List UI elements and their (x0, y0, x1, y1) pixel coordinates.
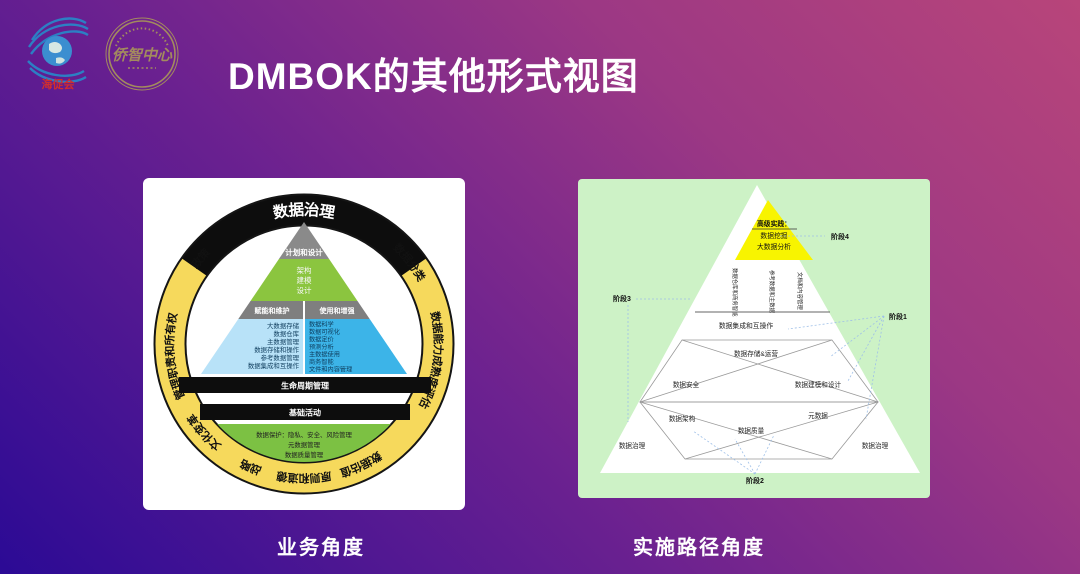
arch-line: 设计 (297, 285, 312, 295)
enable-item: 大数据存储 (267, 321, 300, 330)
phase-pointer-lines (627, 235, 885, 475)
vertical-label-refmaster: 参考数据和主数据 (768, 270, 776, 314)
cell-security: 数据安全 (673, 380, 700, 389)
cell-architecture: 数据架构 (669, 414, 696, 423)
cell-governance-left: 数据治理 (619, 441, 646, 450)
use-item: 数据可视化 (309, 328, 340, 336)
globe-swirl-icon (27, 17, 89, 83)
use-item: 商务智能 (309, 358, 334, 366)
seal-arc-text-decor (115, 27, 169, 47)
page-title: DMBOK的其他形式视图 (228, 56, 639, 97)
globe-logo-text: 海促会 (42, 77, 76, 91)
implementation-path-caption: 实施路径角度 (633, 537, 765, 559)
use-item: 主数据使用 (309, 351, 340, 359)
apex-title: 高级实践： (757, 219, 791, 228)
cell-labels: 数据存储&运营 数据安全 数据建模和设计 数据架构 元数据 数据质量 数据治理 … (619, 349, 889, 450)
phase-labels: 阶段4 阶段3 阶段1 阶段2 (613, 232, 907, 485)
ring-label-principles: 原则和道德 (275, 469, 332, 486)
vertical-label-doccontent: 文档和内容管理 (796, 272, 804, 310)
seal-outer-ring (105, 17, 179, 91)
lifecycle-bar-label: 生命周期管理 (281, 381, 329, 391)
use-item: 文件和内容管理 (309, 366, 352, 374)
ring-outer-border (153, 193, 455, 495)
lifecycle-bar (179, 377, 431, 393)
foundation-bar-label: 基础活动 (288, 408, 321, 418)
foundation-bar (200, 404, 410, 420)
dmbok-wheel-diagram: 数据治理 政策 数据分类 管理职责和所有权 数据能力成熟度评估 数据估值 原则和… (153, 193, 455, 495)
business-view-caption: 业务角度 (277, 537, 365, 559)
globe-logo: 海促会 (26, 14, 90, 92)
enable-item: 参考数据管理 (261, 353, 300, 362)
pyramid-enable-cell (201, 319, 303, 374)
pyramid-enable-header (238, 301, 303, 319)
business-view-panel: 数据治理 政策 数据分类 管理职责和所有权 数据能力成熟度评估 数据估值 原则和… (143, 178, 465, 510)
arch-line: 建模 (297, 275, 312, 285)
white-triangle (600, 185, 920, 473)
wheel-inner-area (187, 227, 421, 461)
cell-quality: 数据质量 (738, 426, 765, 435)
apex-line: 数据挖掘 (760, 231, 787, 240)
seal-logo: 侨智中心 (98, 12, 186, 100)
apex-line: 大数据分析 (757, 242, 791, 251)
enable-item: 数据仓库 (273, 329, 299, 338)
enable-header-label: 赋能和维护 (255, 306, 290, 315)
cell-governance-right: 数据治理 (862, 441, 889, 450)
svg-text:原则和道德: 原则和道德 (275, 469, 332, 486)
enable-items: 大数据存储 数据仓库 主数据管理 数据存储和操作 参考数据管理 数据集成和互操作 (248, 321, 300, 370)
cell-storage: 数据存储&运营 (734, 349, 778, 358)
vertical-label-dwbi: 数据仓库和商务智能 (731, 268, 739, 317)
apex-yellow-triangle (735, 200, 813, 260)
foundation-item: 数据保护：隐私、安全、风险管理 (256, 430, 352, 439)
enable-item: 数据集成和互操作 (248, 361, 300, 370)
implementation-pyramid-diagram: 高级实践： 数据挖掘 大数据分析 数据仓库和商务智能 参考数据和主数据 文档和内… (600, 185, 920, 485)
cell-grid-lines (639, 339, 879, 460)
use-items: 数据科学 数据可视化 数据定价 预测分析 主数据使用 商务智能 文件和内容管理 (309, 321, 352, 374)
foundation-item: 数据质量管理 (285, 450, 324, 459)
enable-item: 主数据管理 (267, 337, 300, 346)
cell-metadata: 元数据 (808, 411, 828, 420)
use-item: 数据定价 (309, 336, 334, 344)
use-header-label: 使用和增强 (319, 306, 355, 315)
governance-arc (181, 194, 427, 277)
phase-3-label: 阶段3 (613, 294, 631, 303)
pyramid-use-header (305, 301, 370, 319)
foundation-item: 元数据管理 (288, 440, 321, 449)
pyramid-plan-label: 计划和设计 (285, 247, 323, 257)
use-item: 预测分析 (309, 343, 334, 351)
globe-land2-icon (56, 57, 65, 64)
arch-line: 架构 (297, 265, 312, 275)
pyramid-plan-layer (278, 222, 330, 259)
cell-modeling: 数据建模和设计 (795, 380, 842, 389)
use-item: 数据科学 (309, 321, 334, 329)
integration-band-label: 数据集成和互操作 (719, 321, 774, 330)
phase-1-label: 阶段1 (889, 312, 907, 321)
implementation-path-panel: 高级实践： 数据挖掘 大数据分析 数据仓库和商务智能 参考数据和主数据 文档和内… (578, 179, 930, 498)
globe-land-icon (49, 42, 62, 54)
enable-item: 数据存储和操作 (254, 345, 299, 354)
pyramid-use-cell (305, 319, 407, 374)
seal-inner-ring (108, 20, 176, 88)
phase-4-label: 阶段4 (831, 232, 849, 241)
pyramid-arch-layer (250, 259, 358, 301)
seal-logo-text: 侨智中心 (112, 47, 173, 64)
phase-2-label: 阶段2 (746, 476, 764, 485)
